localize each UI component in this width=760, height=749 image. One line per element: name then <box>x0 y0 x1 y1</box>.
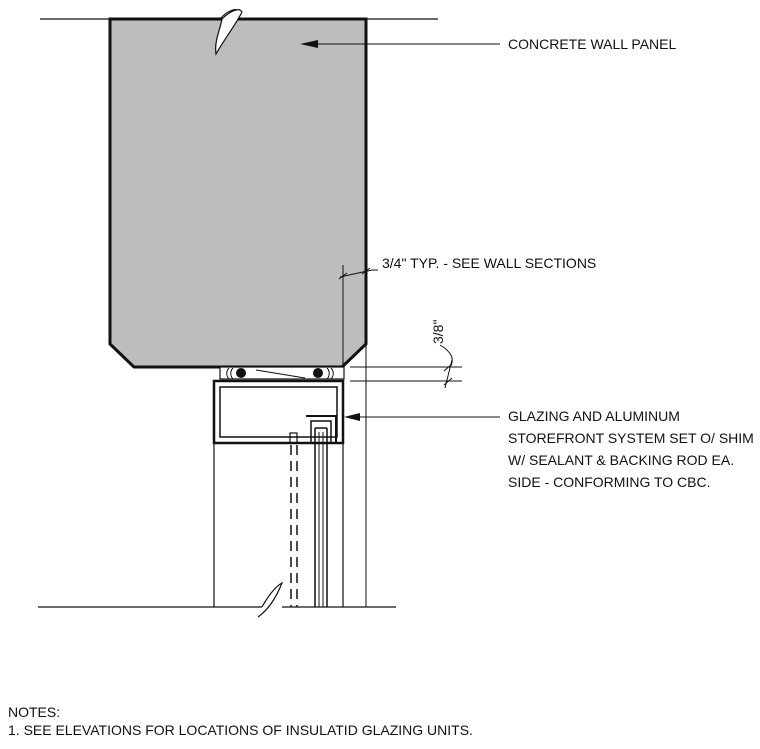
label-glazing-line-3: W/ SEALANT & BACKING ROD EA. <box>508 452 734 468</box>
concrete-wall-panel <box>108 17 368 369</box>
notes-block: NOTES: 1. SEE ELEVATIONS FOR LOCATIONS O… <box>8 703 473 739</box>
notes-item-1: 1. SEE ELEVATIONS FOR LOCATIONS OF INSUL… <box>8 722 473 738</box>
label-glazing-line-1: GLAZING AND ALUMINUM <box>508 408 680 424</box>
storefront-head-frame <box>212 379 345 445</box>
shim-and-backing-rods <box>219 366 345 380</box>
notes-heading: NOTES: <box>8 704 61 720</box>
backing-rod-left <box>236 368 246 378</box>
backing-rod-right <box>313 368 323 378</box>
storefront-head-detail-drawing: CONCRETE WALL PANEL 3/4" TYP. - SEE WALL… <box>38 9 754 618</box>
panel-break-mark <box>215 9 243 56</box>
leader-glazing-storefront <box>344 413 500 421</box>
frame-jambs <box>213 443 344 607</box>
dimension-lines <box>338 265 462 607</box>
hidden-frame-line <box>290 445 298 607</box>
label-concrete-wall-panel: CONCRETE WALL PANEL <box>508 36 677 52</box>
leader-concrete-wall-panel <box>300 40 500 48</box>
insulated-glazing-unit <box>314 427 328 607</box>
label-glazing-line-2: STOREFRONT SYSTEM SET O/ SHIM <box>508 430 754 446</box>
label-glazing-line-4: SIDE - CONFORMING TO CBC. <box>508 474 711 490</box>
label-dimension-wall: 3/4" TYP. - SEE WALL SECTIONS <box>382 255 596 271</box>
label-dimension-shim: 3/8" <box>430 320 446 344</box>
bottom-break-line <box>38 581 396 618</box>
